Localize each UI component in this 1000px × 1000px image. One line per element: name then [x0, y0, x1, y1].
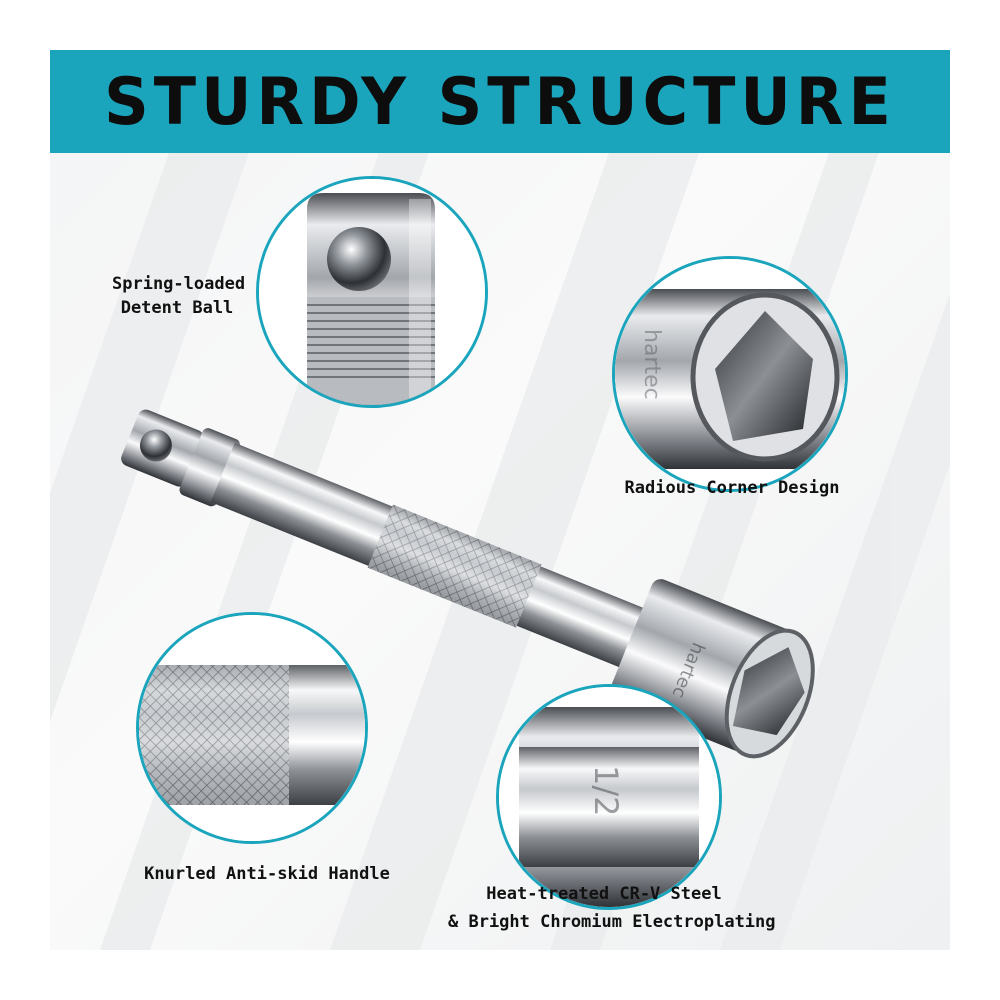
title-banner: STURDY STRUCTURE	[50, 50, 950, 153]
brand-engraving: hartec	[639, 329, 664, 400]
knurled-handle-closeup	[139, 615, 365, 841]
label-line: Heat-treated CR-V Steel	[486, 884, 722, 904]
crv-steel-closeup: 1/2	[499, 687, 719, 907]
callout-detent-ball	[256, 176, 488, 408]
label-line: Knurled Anti-skid Handle	[144, 864, 390, 884]
page-title: STURDY STRUCTURE	[104, 63, 896, 140]
callout-crv-steel: 1/2	[496, 684, 722, 910]
label-knurled-handle: Knurled Anti-skid Handle	[144, 862, 390, 886]
content-panel: STURDY STRUCTURE	[50, 50, 950, 950]
label-radious-corner: Radious Corner Design	[622, 476, 842, 500]
label-line: Radious Corner Design	[624, 478, 840, 498]
callout-knurled-handle	[136, 612, 368, 844]
label-detent-ball: Spring-loaded Detent Ball	[112, 272, 246, 320]
label-line: Detent Ball	[120, 298, 234, 318]
label-line: & Bright Chromium Electroplating	[448, 912, 776, 932]
label-line: Spring-loaded	[112, 274, 246, 294]
socket-closeup: hartec	[615, 259, 845, 489]
detent-ball-closeup	[259, 179, 485, 405]
label-crv-steel: Heat-treated CR-V Steel & Bright Chromiu…	[448, 880, 776, 936]
callout-radious-corner: hartec	[612, 256, 848, 492]
size-engraving: 1/2	[587, 765, 625, 817]
extension-bar-image: hartec	[121, 409, 815, 759]
